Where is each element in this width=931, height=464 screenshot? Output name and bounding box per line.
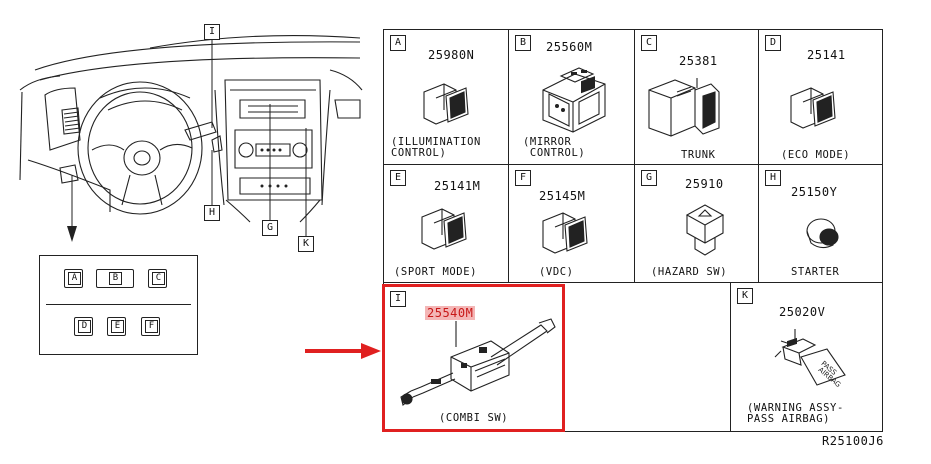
part-caption: (COMBI SW) bbox=[439, 412, 509, 424]
illumination-switch-drawing bbox=[423, 83, 469, 125]
part-number: 25020V bbox=[779, 305, 826, 319]
part-number-highlighted: 25540M bbox=[425, 306, 476, 320]
part-caption: (WARNING ASSY- PASS AIRBAG) bbox=[747, 402, 844, 425]
cell-tag: H bbox=[765, 170, 781, 186]
panel-button-c: C bbox=[148, 269, 167, 288]
panel-button-d: D bbox=[74, 317, 93, 336]
cell-tag: I bbox=[390, 291, 406, 307]
part-number: 25910 bbox=[685, 177, 724, 191]
part-caption: (MIRROR CONTROL) bbox=[523, 136, 586, 159]
cell-tag: E bbox=[390, 170, 406, 186]
cell-tag: C bbox=[641, 35, 657, 51]
eco-switch-drawing bbox=[790, 87, 836, 129]
cell-k: K 25020V PASS AIRBAG (WARNING ASSY- PASS… bbox=[730, 282, 883, 432]
cell-b: B 25560M (MIRROR CONTROL) bbox=[508, 29, 635, 165]
hazard-switch-drawing bbox=[685, 204, 725, 256]
part-number: 25145M bbox=[539, 189, 586, 203]
callout-k: K bbox=[298, 236, 314, 252]
callout-h: H bbox=[204, 205, 220, 221]
cell-h: H 25150Y STARTER bbox=[758, 164, 883, 283]
callout-g: G bbox=[262, 220, 278, 236]
cell-tag: A bbox=[390, 35, 406, 51]
cell-a: A 25980N (ILLUMINATION CONTROL) bbox=[383, 29, 509, 165]
cell-tag: B bbox=[515, 35, 531, 51]
cell-tag: D bbox=[765, 35, 781, 51]
panel-button-f: F bbox=[141, 317, 160, 336]
highlight-frame-combi-switch: I 25540M (COMBI SW) bbox=[382, 284, 565, 432]
part-caption: TRUNK bbox=[681, 149, 716, 161]
part-number: 25141 bbox=[807, 48, 846, 62]
part-number: 25141M bbox=[434, 179, 481, 193]
switch-panel: A B C D E F bbox=[39, 255, 198, 355]
part-caption: (VDC) bbox=[539, 266, 574, 278]
cell-tag: K bbox=[737, 288, 753, 304]
part-caption: (HAZARD SW) bbox=[651, 266, 728, 278]
cell-g: G 25910 (HAZARD SW) bbox=[634, 164, 759, 283]
panel-button-e: E bbox=[107, 317, 126, 336]
dashboard-illustration bbox=[19, 35, 363, 242]
panel-button-b: B bbox=[96, 269, 134, 288]
part-number: 25381 bbox=[679, 54, 718, 68]
starter-button-drawing bbox=[806, 218, 839, 249]
panel-divider bbox=[46, 304, 191, 305]
cell-c: C 25381 TRUNK bbox=[634, 29, 759, 165]
diagram-reference: R25100J6 bbox=[822, 434, 884, 448]
cell-d: D 25141 (ECO MODE) bbox=[758, 29, 883, 165]
part-caption: (SPORT MODE) bbox=[394, 266, 478, 278]
part-caption: (ECO MODE) bbox=[781, 149, 851, 161]
trunk-switch-drawing bbox=[648, 78, 720, 137]
cell-tag: F bbox=[515, 170, 531, 186]
panel-button-a: A bbox=[64, 269, 83, 288]
cell-tag: G bbox=[641, 170, 657, 186]
part-caption: STARTER bbox=[791, 266, 840, 278]
vdc-switch-drawing bbox=[542, 212, 588, 254]
part-number: 25150Y bbox=[791, 185, 838, 199]
callout-i: I bbox=[204, 24, 220, 40]
combi-switch-drawing bbox=[400, 318, 556, 406]
sport-switch-drawing bbox=[421, 208, 467, 250]
cell-f: F 25145M (VDC) bbox=[508, 164, 635, 283]
part-number: 25980N bbox=[428, 48, 475, 62]
part-number: 25560M bbox=[546, 40, 593, 54]
pointer-arrow bbox=[305, 343, 381, 359]
cell-e: E 25141M (SPORT MODE) bbox=[383, 164, 509, 283]
airbag-warning-drawing: PASS AIRBAG bbox=[774, 329, 846, 389]
mirror-control-drawing bbox=[542, 67, 606, 133]
part-caption: (ILLUMINATION CONTROL) bbox=[391, 136, 481, 159]
